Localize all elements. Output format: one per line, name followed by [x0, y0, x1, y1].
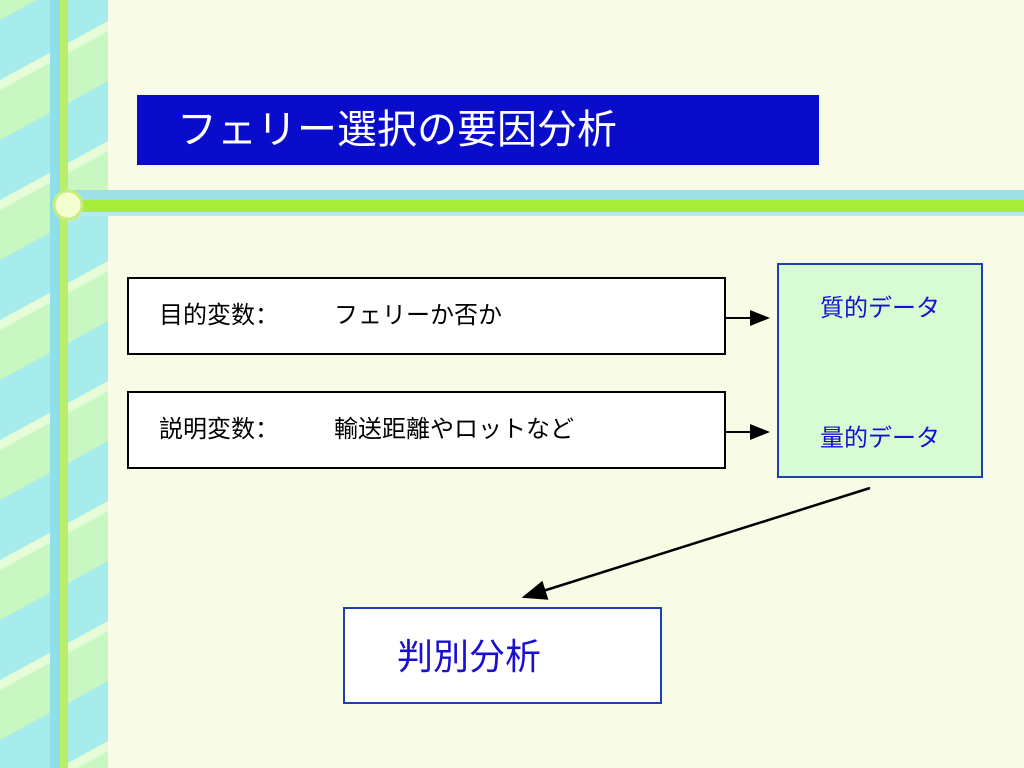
page-title: フェリー選択の要因分析 — [177, 107, 617, 153]
left-ribbon-stripe-green — [60, 0, 68, 768]
objective-variable-value: フェリーか否か — [334, 301, 502, 329]
explanatory-variable-box: 説明変数： 輸送距離やロットなど — [127, 391, 726, 469]
explanatory-variable-label: 説明変数： — [159, 415, 279, 443]
divider-knob — [52, 189, 84, 221]
quantitative-data-label: 量的データ — [820, 424, 940, 452]
objective-variable-box: 目的変数： フェリーか否か — [127, 277, 726, 355]
title-banner: フェリー選択の要因分析 — [137, 95, 819, 165]
qualitative-data-label: 質的データ — [820, 294, 940, 322]
discriminant-analysis-box: 判別分析 — [343, 607, 662, 704]
divider-green — [60, 200, 1024, 212]
divider-cyan — [60, 190, 1024, 200]
divider-cyan-bottom — [60, 212, 1024, 216]
objective-variable-label: 目的変数： — [159, 301, 279, 329]
left-ribbon-stripe-cyan — [50, 0, 60, 768]
explanatory-variable-value: 輸送距離やロットなど — [334, 415, 574, 443]
discriminant-analysis-label: 判別分析 — [397, 637, 542, 678]
data-type-box: 質的データ 量的データ — [777, 263, 983, 478]
